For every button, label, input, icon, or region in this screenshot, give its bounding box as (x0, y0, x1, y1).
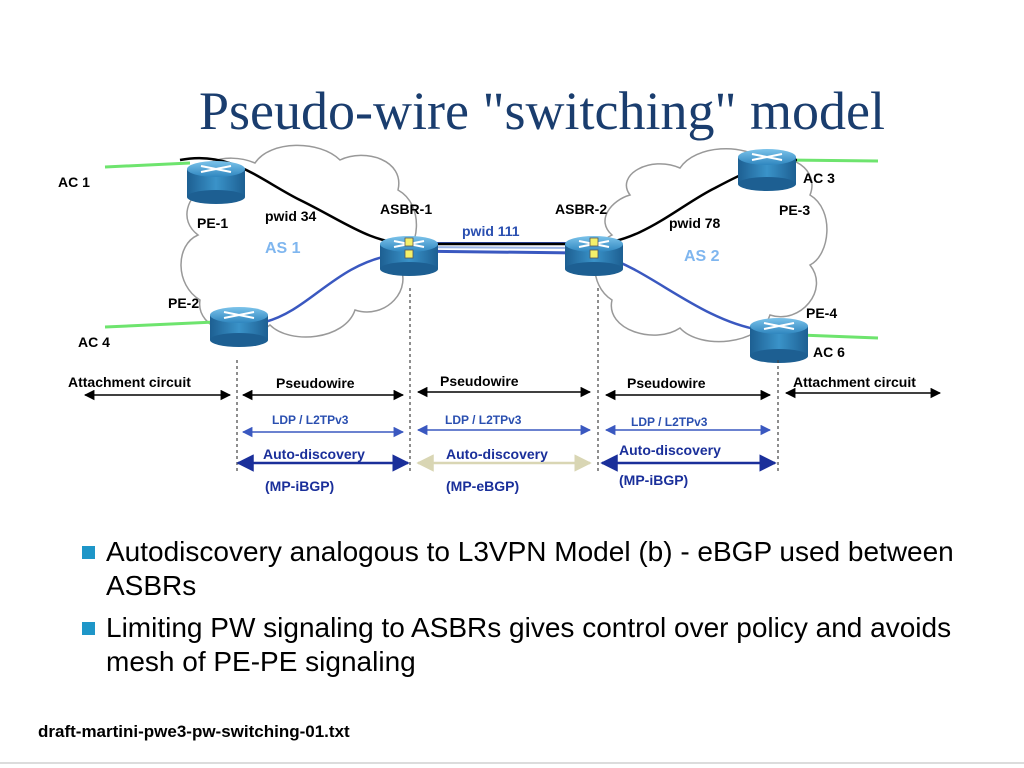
router-icon-pe3 (738, 149, 796, 191)
ac3-line (784, 158, 879, 163)
as1-label: AS 1 (265, 240, 301, 257)
pwid78-label: pwid 78 (669, 215, 721, 231)
bullet-item: Autodiscovery analogous to L3VPN Model (… (78, 535, 978, 603)
bullet-square-icon (82, 546, 95, 559)
ldp-mid-label: LDP / L2TPv3 (445, 413, 522, 427)
ldp-right-label: LDP / L2TPv3 (631, 415, 708, 429)
bottom-divider (0, 762, 1024, 764)
bullet-list: Autodiscovery analogous to L3VPN Model (… (78, 535, 978, 687)
pwid111-label: pwid 111 (462, 223, 520, 239)
ad-right-label: Auto-discovery (619, 442, 721, 458)
pe4-label: PE-4 (806, 305, 838, 321)
router-icon-pe4 (750, 318, 808, 363)
cloud-as2 (594, 147, 828, 343)
pe1-label: PE-1 (197, 215, 229, 231)
ac1-label: AC 1 (58, 174, 90, 190)
bgp-left-label: (MP-iBGP) (265, 478, 335, 494)
pe2-label: PE-2 (168, 295, 200, 311)
pw-link-pe2-asbr1 (264, 253, 393, 324)
router-icon-pe1 (187, 161, 245, 204)
ac4-label: AC 4 (78, 334, 110, 350)
bgp-right-label: (MP-iBGP) (619, 472, 689, 488)
ac6-line (799, 333, 879, 340)
slide-title: Pseudo-wire "switching" model (199, 81, 885, 141)
attach-right-label: Attachment circuit (793, 374, 916, 390)
pw-right-label: Pseudowire (627, 375, 706, 391)
router-icon-asbr1 (380, 236, 438, 276)
ad-left-label: Auto-discovery (263, 446, 365, 462)
pw-left-label: Pseudowire (276, 375, 355, 391)
bgp-mid-label: (MP-eBGP) (446, 478, 520, 494)
pwid34-label: pwid 34 (265, 208, 317, 224)
asbr1-label: ASBR-1 (380, 201, 433, 217)
router-icon-asbr2 (565, 236, 623, 276)
ac1-line (104, 161, 191, 169)
attach-left-label: Attachment circuit (68, 374, 191, 390)
ac3-label: AC 3 (803, 170, 835, 186)
ad-mid-label: Auto-discovery (446, 446, 548, 462)
router-icon-pe2 (210, 307, 268, 347)
bullet-item: Limiting PW signaling to ASBRs gives con… (78, 611, 978, 679)
network-diagram (83, 144, 942, 472)
pw-mid-label: Pseudowire (440, 373, 519, 389)
as2-label: AS 2 (684, 248, 720, 265)
bullet-square-icon (82, 622, 95, 635)
asbr2-label: ASBR-2 (555, 201, 608, 217)
ac6-label: AC 6 (813, 344, 845, 360)
ac4-line (104, 320, 216, 329)
footer-reference: draft-martini-pwe3-pw-switching-01.txt (38, 722, 350, 741)
pe3-label: PE-3 (779, 202, 811, 218)
ldp-left-label: LDP / L2TPv3 (272, 413, 349, 427)
